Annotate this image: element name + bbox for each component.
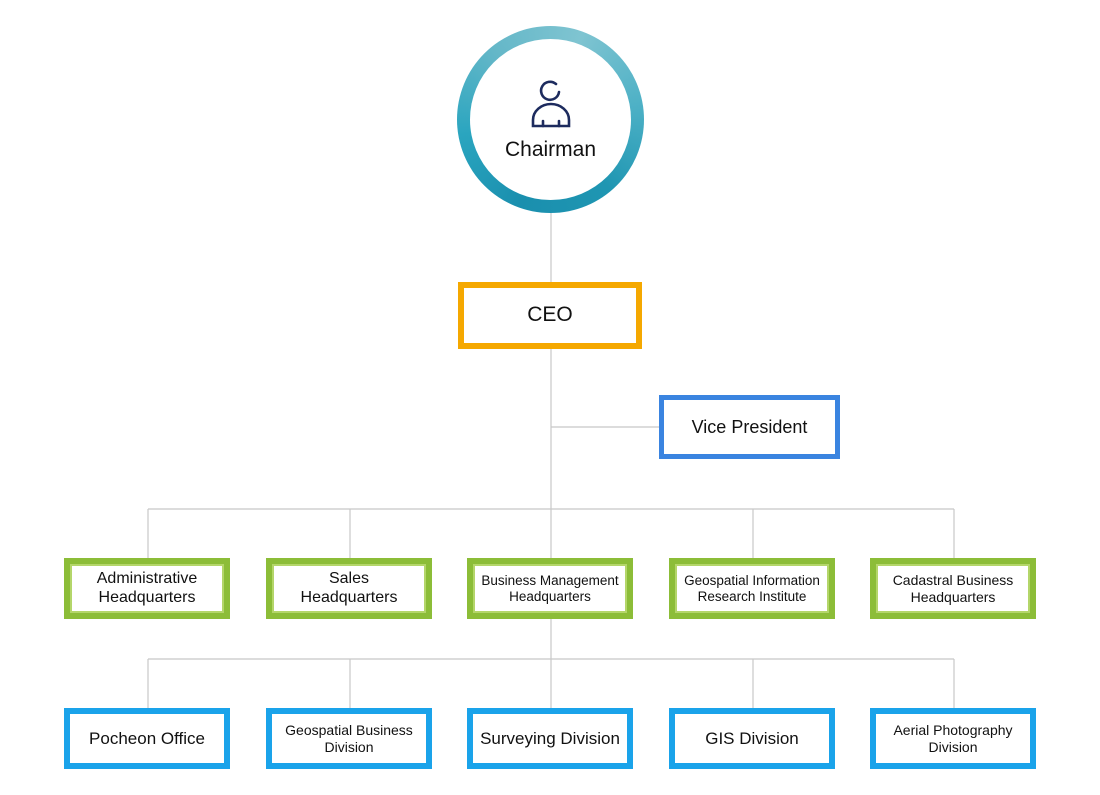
division-surveying: Surveying Division bbox=[467, 708, 633, 769]
division-geospatial-business: Geospatial Business Division bbox=[266, 708, 432, 769]
division-gis: GIS Division bbox=[669, 708, 835, 769]
hq-geospatial-research: Geospatial Information Research Institut… bbox=[669, 558, 835, 619]
hq-cadastral-business: Cadastral Business Headquarters bbox=[870, 558, 1036, 619]
chairman-inner: Chairman bbox=[470, 39, 631, 200]
hq-administrative: Administrative Headquarters bbox=[64, 558, 230, 619]
chairman-node: Chairman bbox=[457, 26, 644, 213]
hq-sales: Sales Headquarters bbox=[266, 558, 432, 619]
division-aerial-photography: Aerial Photography Division bbox=[870, 708, 1036, 769]
ceo-node: CEO bbox=[458, 282, 642, 349]
division-pocheon-office: Pocheon Office bbox=[64, 708, 230, 769]
person-icon bbox=[531, 80, 570, 127]
vice-president-node: Vice President bbox=[659, 395, 840, 459]
hq-business-management: Business Management Headquarters bbox=[467, 558, 633, 619]
chairman-label: Chairman bbox=[504, 137, 597, 161]
